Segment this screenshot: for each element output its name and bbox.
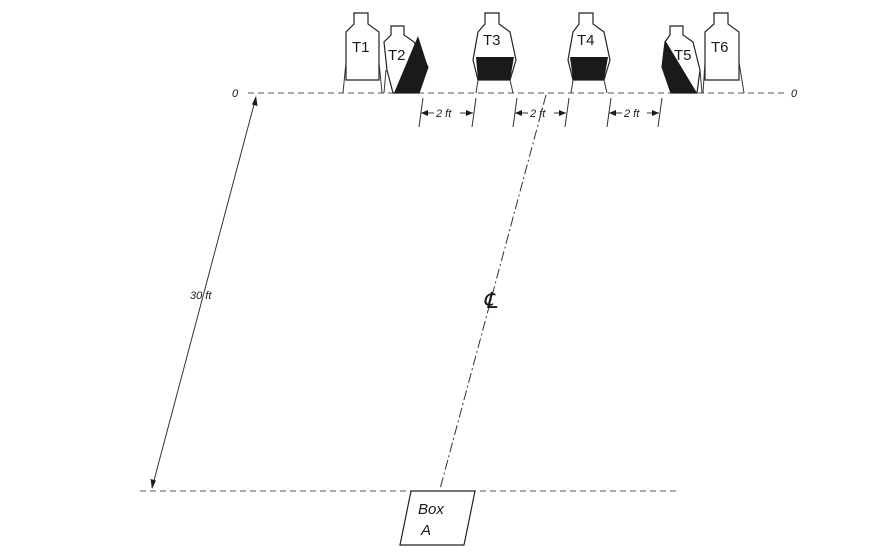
box-a: Box A — [399, 490, 476, 546]
target-t4: T4 — [567, 12, 611, 94]
target-t6: T6 — [702, 12, 745, 94]
target-t5: T5 — [661, 25, 703, 94]
target-label-t5: T5 — [674, 47, 692, 64]
target-label-t3: T3 — [483, 32, 501, 49]
box-label-line2: A — [420, 522, 431, 539]
centerline-symbol: ℄ — [483, 288, 498, 313]
spacing-dimension-3: 2 ft — [609, 108, 659, 120]
distance-dimension: 30 ft — [150, 96, 258, 489]
center-line — [439, 94, 547, 490]
zero-label-right: 0 — [791, 88, 798, 100]
zero-label-left: 0 — [232, 88, 239, 100]
target-t1: T1 — [342, 12, 383, 94]
spacing-label-1: 2 ft — [435, 108, 452, 120]
spacing-label-3: 2 ft — [623, 108, 640, 120]
target-t2: T2 — [383, 25, 429, 94]
distance-label: 30 ft — [190, 290, 212, 302]
spacing-dimension-1: 2 ft — [421, 108, 473, 120]
spacing-dimension-2: 2 ft — [515, 108, 566, 120]
spacing-label-2: 2 ft — [529, 108, 546, 120]
target-label-t6: T6 — [711, 39, 729, 56]
target-label-t1: T1 — [352, 39, 370, 56]
target-label-t4: T4 — [577, 32, 595, 49]
target-label-t2: T2 — [388, 47, 406, 64]
box-label-line1: Box — [418, 501, 444, 518]
target-t3: T3 — [472, 12, 517, 94]
